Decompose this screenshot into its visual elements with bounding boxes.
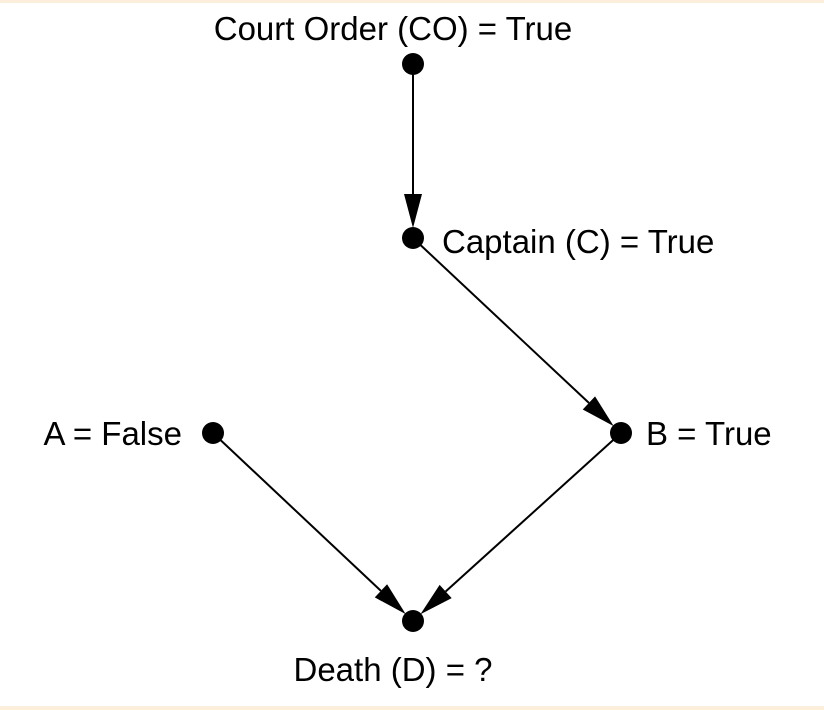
edge-b-to-d (444, 436, 617, 593)
edge-c-to-b (417, 241, 590, 404)
arrowhead-co-to-c (404, 194, 422, 228)
node-label-a: A = False (44, 415, 183, 452)
node-b (610, 422, 632, 444)
node-c (402, 227, 424, 249)
node-d (402, 610, 424, 632)
top-border-band (0, 0, 824, 3)
node-label-d: Death (D) = ? (294, 651, 493, 688)
arrowhead-c-to-b (582, 396, 614, 427)
arrowhead-b-to-d (420, 584, 452, 615)
node-co (402, 53, 424, 75)
bottom-border-band (0, 706, 824, 710)
arrowhead-a-to-d (374, 584, 406, 615)
node-label-co: Court Order (CO) = True (214, 10, 573, 47)
edge-a-to-d (217, 436, 382, 592)
node-label-c: Captain (C) = True (442, 223, 714, 260)
node-a (202, 422, 224, 444)
node-label-b: B = True (646, 415, 772, 452)
